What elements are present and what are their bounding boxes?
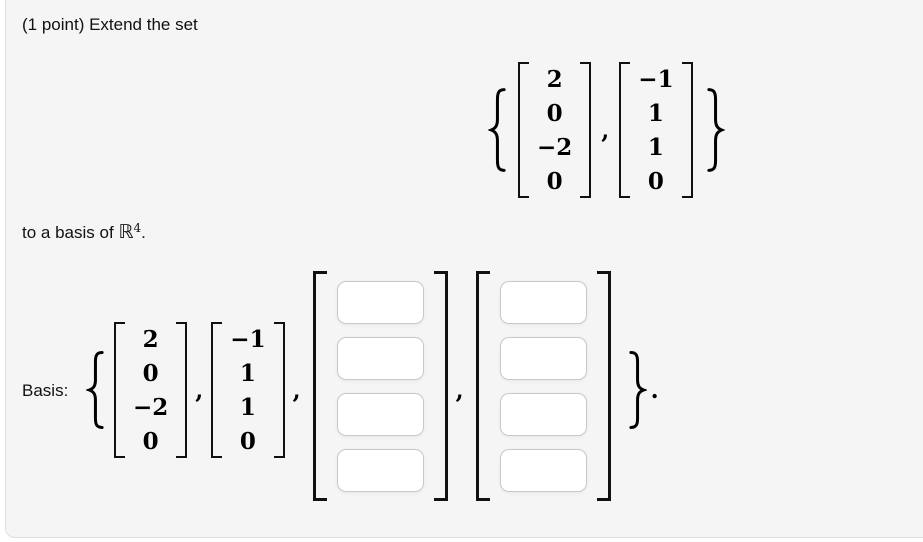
bracket-right-icon [681,62,693,198]
comma-separator: , [601,116,610,144]
vector-entry: −1 [230,325,266,353]
final-period: . [650,376,659,404]
vector-entries: 2 0 −2 0 [125,322,176,458]
bracket-right-icon [433,271,448,501]
answer-vector-1 [312,271,448,501]
bracket-right-icon [596,271,611,501]
sentence-period: . [141,223,146,242]
comma-separator: , [292,376,301,404]
vector-entry: 0 [546,167,563,195]
bracket-left-icon [211,322,223,458]
answer-fields [327,271,434,501]
vector-entry: 1 [239,393,256,421]
vector-entry: 0 [239,427,256,455]
vector-entry: 0 [142,427,159,455]
vector-entry: −2 [133,393,169,421]
answer-input-col2-row1[interactable] [499,280,587,324]
answer-input-col2-row4[interactable] [499,448,587,492]
vector-entry: −2 [537,133,573,161]
given-vector-set: 2 0 −2 0 , −1 1 1 0 [488,62,725,198]
bracket-left-icon [518,62,529,198]
answer-input-col2-row3[interactable] [499,392,587,436]
vector-entry: 1 [239,359,256,387]
bracket-left-icon [619,62,631,198]
vector-entries: −1 1 1 0 [630,62,681,198]
right-curly-brace-icon [627,351,647,429]
left-curly-brace-icon [488,88,508,172]
vector-entry: 0 [647,167,664,195]
vector-entry: 0 [546,99,563,127]
to-basis-text: to a basis of [22,223,119,242]
given-vector-1: 2 0 −2 0 [518,62,592,198]
answer-input-col1-row2[interactable] [336,336,424,380]
comma-separator: , [455,376,464,404]
basis-label: Basis: [22,381,69,400]
answer-input-col1-row1[interactable] [336,280,424,324]
bracket-left-icon [312,271,327,501]
vector-entries: 2 0 −2 0 [529,62,580,198]
answer-input-col1-row4[interactable] [336,448,424,492]
bracket-left-icon [475,271,490,501]
given-vector-2: −1 1 1 0 [619,62,693,198]
comma-separator: , [195,376,204,404]
problem-statement: (1 point) Extend the set [22,15,198,34]
left-curly-brace-icon [86,351,106,429]
real-numbers-symbol: ℝ [118,221,134,243]
vector-entry: 1 [647,99,664,127]
right-curly-brace-icon [705,88,725,172]
bracket-right-icon [273,322,285,458]
answer-input-col1-row3[interactable] [336,392,424,436]
answer-vector-2 [475,271,611,501]
answer-fields [490,271,597,501]
basis-vector-2: −1 1 1 0 [211,322,285,458]
vector-entry: 2 [546,65,563,93]
basis-answer-set: 2 0 −2 0 , −1 1 1 0 , [86,271,659,505]
vector-entries: −1 1 1 0 [222,322,273,458]
bracket-right-icon [176,322,188,458]
vector-entry: −1 [638,65,674,93]
exponent-4: 4 [133,221,142,235]
bracket-right-icon [580,62,592,198]
vector-entry: 1 [647,133,664,161]
basis-vector-1: 2 0 −2 0 [114,322,188,458]
answer-input-col2-row2[interactable] [499,336,587,380]
to-basis-line: to a basis of ℝ4. [22,221,146,243]
problem-panel [5,0,923,538]
vector-entry: 0 [142,359,159,387]
vector-entry: 2 [142,325,159,353]
bracket-left-icon [114,322,125,458]
